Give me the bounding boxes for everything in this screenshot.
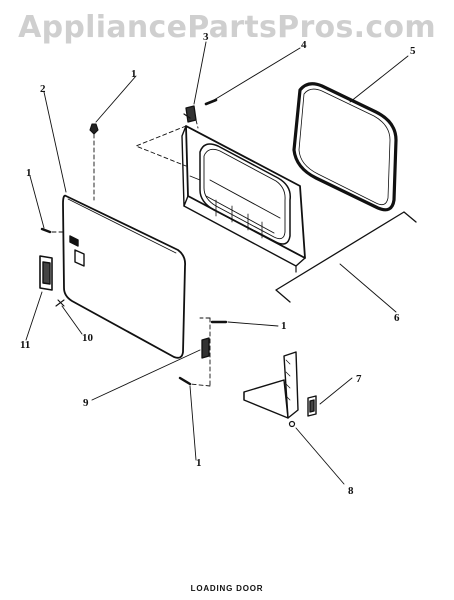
callout-8: 8 xyxy=(348,485,354,497)
door-seal xyxy=(292,82,398,212)
strike-bracket xyxy=(39,255,53,291)
callout-11: 11 xyxy=(20,339,31,351)
upper-bracket xyxy=(183,105,197,123)
hinge-plate xyxy=(201,337,210,359)
callout-6: 6 xyxy=(394,312,400,324)
hinge-clip xyxy=(307,395,317,417)
hinge-base xyxy=(243,351,299,428)
callout-1-top: 1 xyxy=(131,68,137,80)
door-panel xyxy=(62,194,187,359)
callout-4: 4 xyxy=(301,39,307,51)
callout-10: 10 xyxy=(82,332,93,344)
alignment-lines xyxy=(51,119,211,387)
callout-9: 9 xyxy=(83,397,89,409)
callout-7: 7 xyxy=(356,373,362,385)
callout-1-bottom: 1 xyxy=(196,457,202,469)
screws xyxy=(40,98,228,386)
diagram-caption: LOADING DOOR xyxy=(190,584,264,593)
callout-1-mid: 1 xyxy=(281,320,287,332)
leader-lines xyxy=(25,41,409,485)
callout-1-left: 1 xyxy=(26,167,32,179)
callout-3: 3 xyxy=(203,31,209,43)
callout-2: 2 xyxy=(40,83,46,95)
loading-frame xyxy=(181,125,306,273)
bracket-6 xyxy=(275,211,417,303)
watermark-logo: AppliancePartsPros.com xyxy=(18,10,436,45)
callout-5: 5 xyxy=(410,45,416,57)
